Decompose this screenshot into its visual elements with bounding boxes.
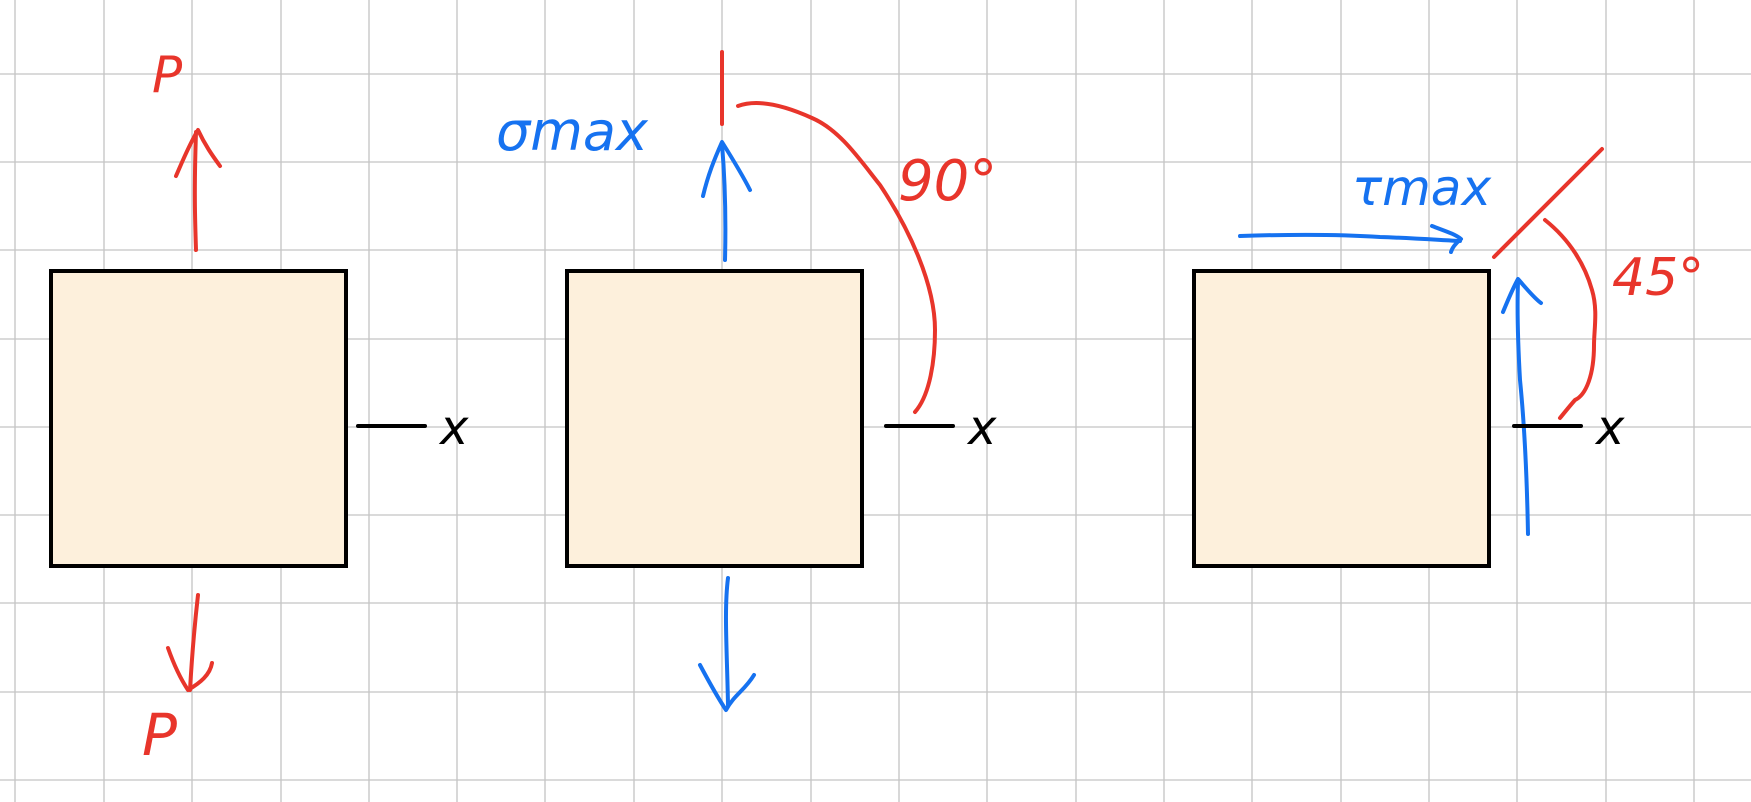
stress-element-3	[1192, 269, 1491, 568]
load-label-bottom: P	[142, 701, 177, 769]
sigma-max-label: σmax	[496, 100, 649, 163]
stress-element-2	[565, 269, 864, 568]
load-arrow-up	[174, 128, 222, 252]
panel-shear-stress: τmax 45° x	[1192, 147, 1704, 568]
angle-arc-45	[1543, 218, 1598, 420]
load-label-top: P	[152, 46, 183, 104]
angle-arc-90	[736, 101, 937, 414]
angle-label-90: 90°	[898, 149, 997, 214]
shear-plane-line	[1492, 147, 1604, 259]
panel-axial-load: P P x	[49, 46, 469, 769]
stress-element-1	[49, 269, 348, 568]
angle-label-45: 45°	[1612, 248, 1704, 308]
x-axis-label-1: x	[438, 400, 469, 456]
normal-stress-arrow-down	[698, 576, 756, 712]
shear-arrow-up	[1501, 277, 1543, 536]
x-axis-label-2: x	[966, 400, 997, 456]
shear-arrow-right	[1238, 224, 1463, 254]
tau-max-label: τmax	[1352, 159, 1491, 217]
x-axis-label-3: x	[1594, 400, 1625, 456]
normal-stress-arrow-up	[701, 140, 752, 262]
load-arrow-down	[166, 593, 214, 692]
panel-normal-stress: σmax 90° x	[496, 50, 997, 712]
